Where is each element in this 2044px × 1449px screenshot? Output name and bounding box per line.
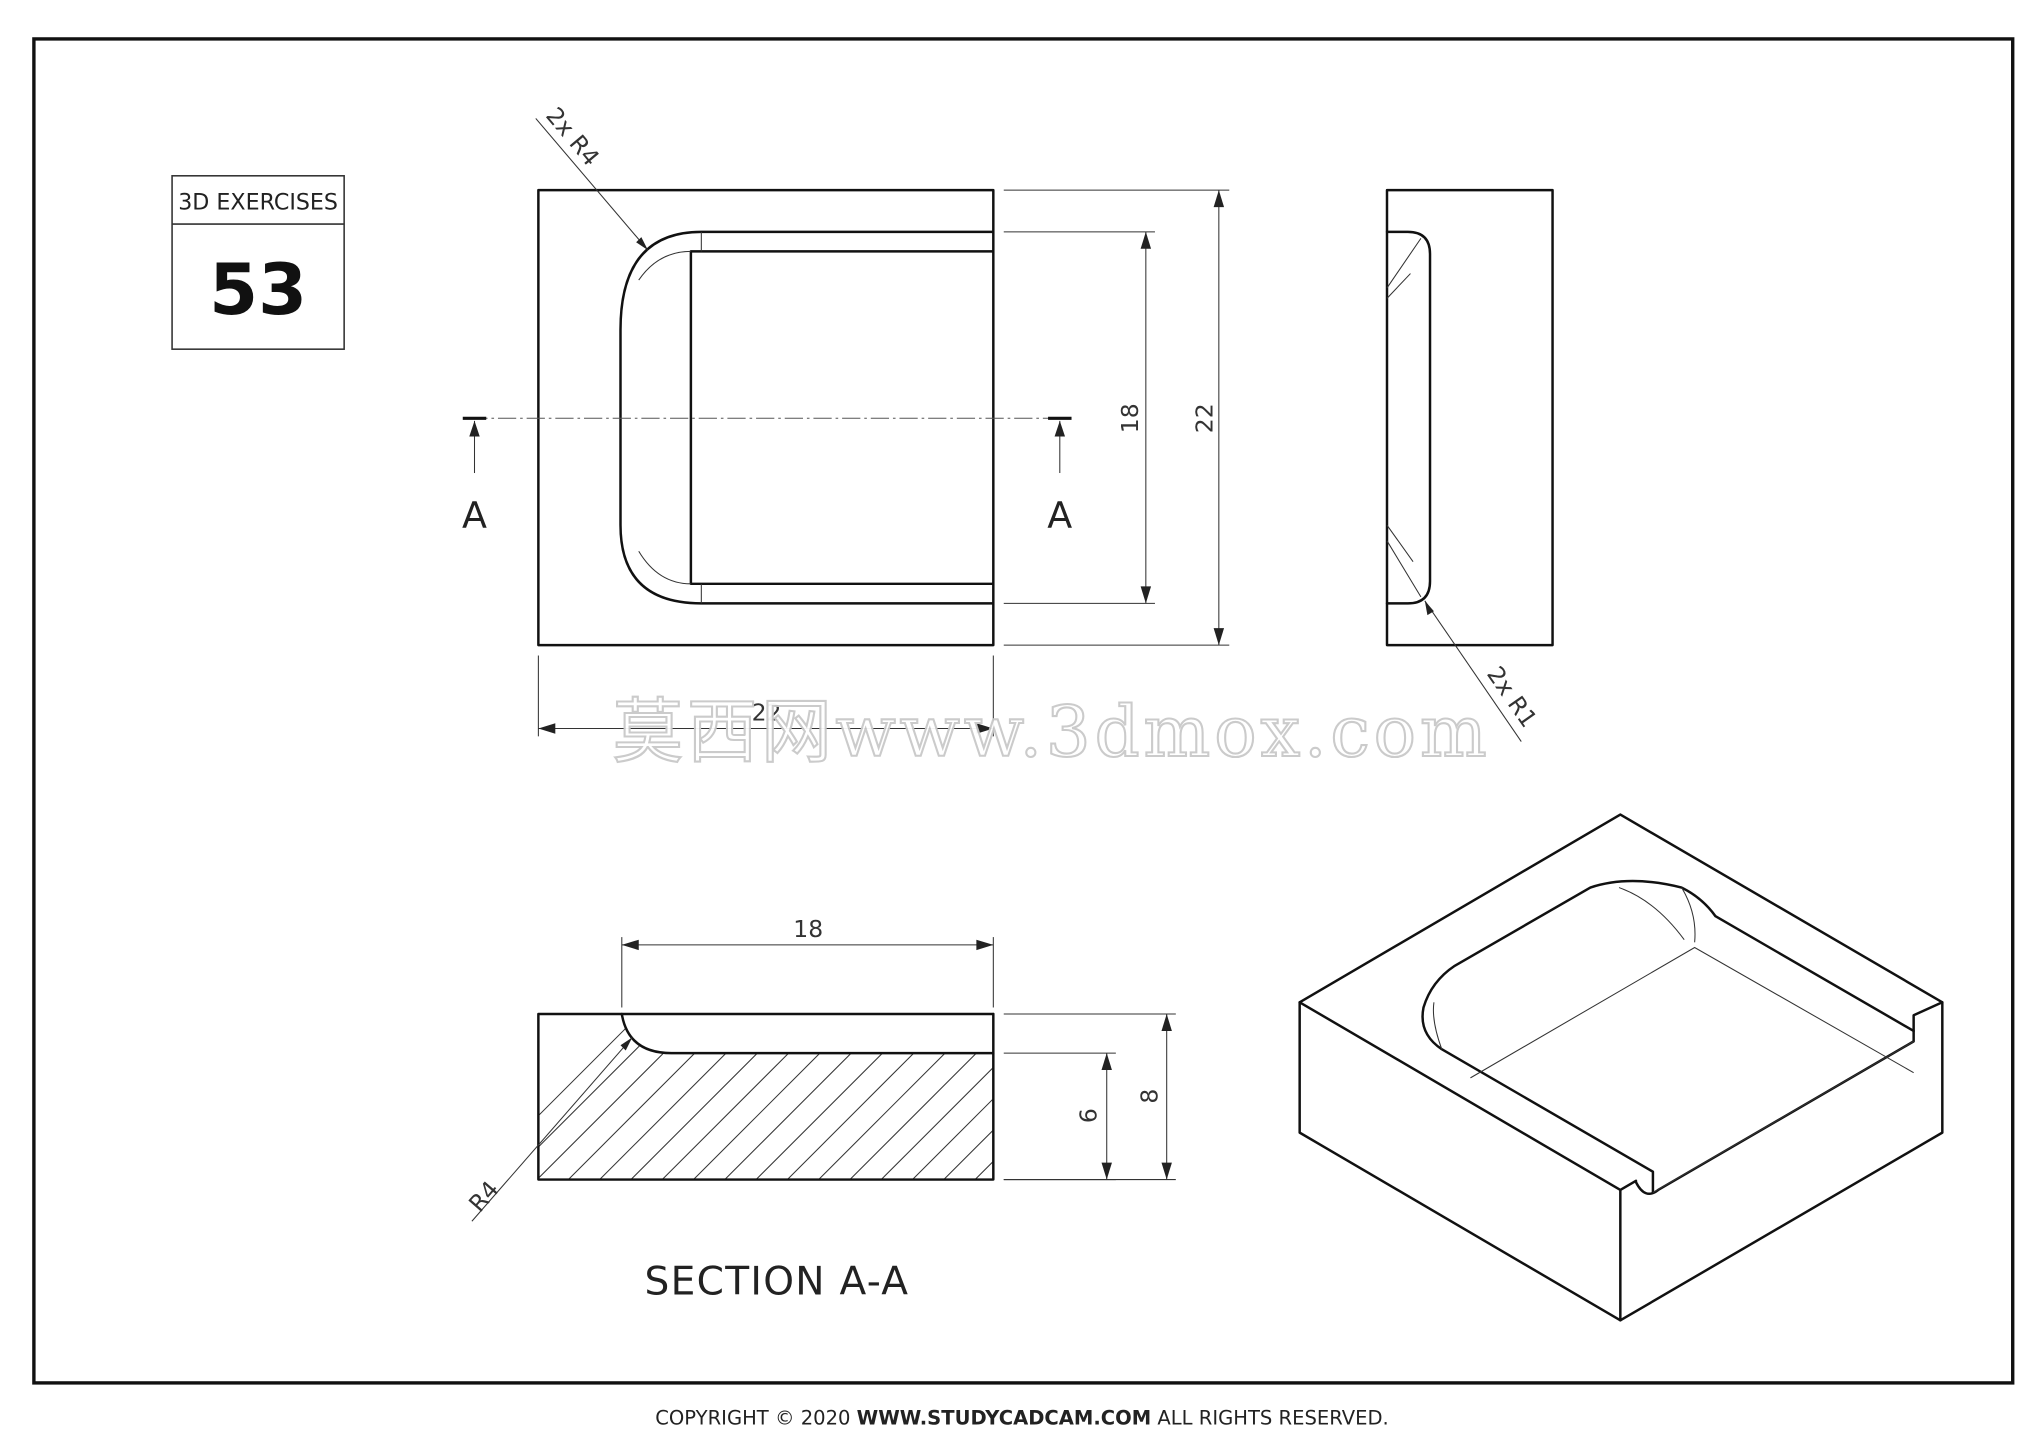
iso-fillet-edge — [1432, 887, 1696, 1050]
sheet-border — [32, 37, 2015, 1385]
section-marker-label-left: A — [462, 494, 487, 537]
badge-frame — [171, 175, 345, 350]
badge-number: 53 — [209, 249, 307, 331]
iso-pocket-floor — [1470, 946, 1914, 1079]
section-marker-right: A — [1047, 416, 1072, 537]
top-view-fillet-edge — [638, 250, 691, 585]
exercise-badge: 3D EXERCISES 53 — [171, 175, 345, 350]
dimension-arrowhead — [1161, 1014, 1172, 1031]
top-view — [469, 188, 1072, 647]
section-marker-arrowhead — [469, 420, 480, 437]
leader-line — [471, 1037, 633, 1222]
footer-suffix: ALL RIGHTS RESERVED. — [1157, 1407, 1388, 1430]
leader-line — [1424, 600, 1522, 742]
watermark-text: 莫西网www.3dmox.com — [613, 691, 1491, 773]
dim-label-section-18: 18 — [793, 915, 823, 943]
footer-link[interactable]: WWW.STUDYCADCAM.COM — [857, 1407, 1152, 1430]
iso-silhouette — [1298, 813, 1944, 1322]
dimension-arrowhead — [538, 723, 556, 734]
iso-slot-floor-edge — [1652, 1040, 1914, 1194]
badge-header: 3D EXERCISES — [178, 190, 338, 216]
side-view-pocket — [1385, 230, 1432, 605]
section-title: SECTION A-A — [644, 1259, 909, 1304]
dim-inner-height: 18 — [1003, 231, 1155, 604]
side-view — [1385, 188, 1554, 647]
dimension-arrowhead — [1101, 1162, 1112, 1180]
iso-pocket-rim — [1421, 879, 1915, 1194]
dimension-arrowhead — [1140, 231, 1152, 249]
top-view-outline — [537, 188, 995, 647]
dim-total-height: 8 — [1003, 1013, 1176, 1181]
dimension-arrowhead — [976, 939, 994, 951]
top-view-pocket-floor — [689, 250, 995, 586]
section-outline — [537, 1012, 995, 1181]
section-radius-leader: R4 — [463, 1037, 633, 1222]
leader-arrowhead — [1424, 600, 1434, 616]
dim-outer-height: 22 — [1003, 189, 1230, 646]
dim-label-6: 6 — [1074, 1108, 1102, 1123]
dimension-arrowhead — [976, 723, 994, 734]
leader-arrowhead — [620, 1037, 633, 1051]
section-marker-label-right: A — [1047, 494, 1072, 537]
dimension-arrowhead — [1161, 1162, 1172, 1180]
leader-line — [535, 118, 649, 251]
section-marker-left: A — [462, 416, 487, 537]
dim-label-8: 8 — [1136, 1089, 1164, 1104]
dimension-arrowhead — [1213, 190, 1225, 208]
dim-width: 22 — [537, 655, 994, 737]
dim-label-22-horizontal: 22 — [752, 699, 782, 727]
section-view — [537, 1012, 995, 1181]
top-view-pocket-outer — [619, 230, 995, 605]
leader-label-r4: R4 — [463, 1175, 505, 1217]
footer-copyright: COPYRIGHT © 2020 WWW.STUDYCADCAM.COM ALL… — [655, 1407, 1388, 1430]
leader-label-2x-r4: 2x R4 — [540, 102, 605, 172]
iso-slot-edge — [1619, 1001, 1944, 1195]
top-view-radius-leader: 2x R4 — [535, 102, 649, 251]
isometric-view — [1298, 813, 1944, 1322]
dim-label-18: 18 — [1116, 403, 1144, 433]
section-hatching — [538, 1014, 994, 1180]
side-view-outline — [1385, 188, 1554, 647]
footer-prefix: COPYRIGHT © 2020 — [655, 1407, 850, 1430]
leader-arrowhead — [636, 237, 648, 251]
dimension-arrowhead — [1101, 1053, 1112, 1071]
dimension-arrowhead — [621, 939, 639, 951]
side-view-fillet-edge — [1386, 238, 1422, 598]
dim-section-width: 18 — [621, 915, 994, 1008]
dim-pocket-depth: 6 — [1003, 1052, 1116, 1181]
dimension-arrowhead — [1140, 586, 1152, 604]
section-marker-arrowhead — [1054, 420, 1066, 437]
dim-label-22-vertical: 22 — [1190, 403, 1218, 433]
dimension-arrowhead — [1213, 628, 1225, 646]
